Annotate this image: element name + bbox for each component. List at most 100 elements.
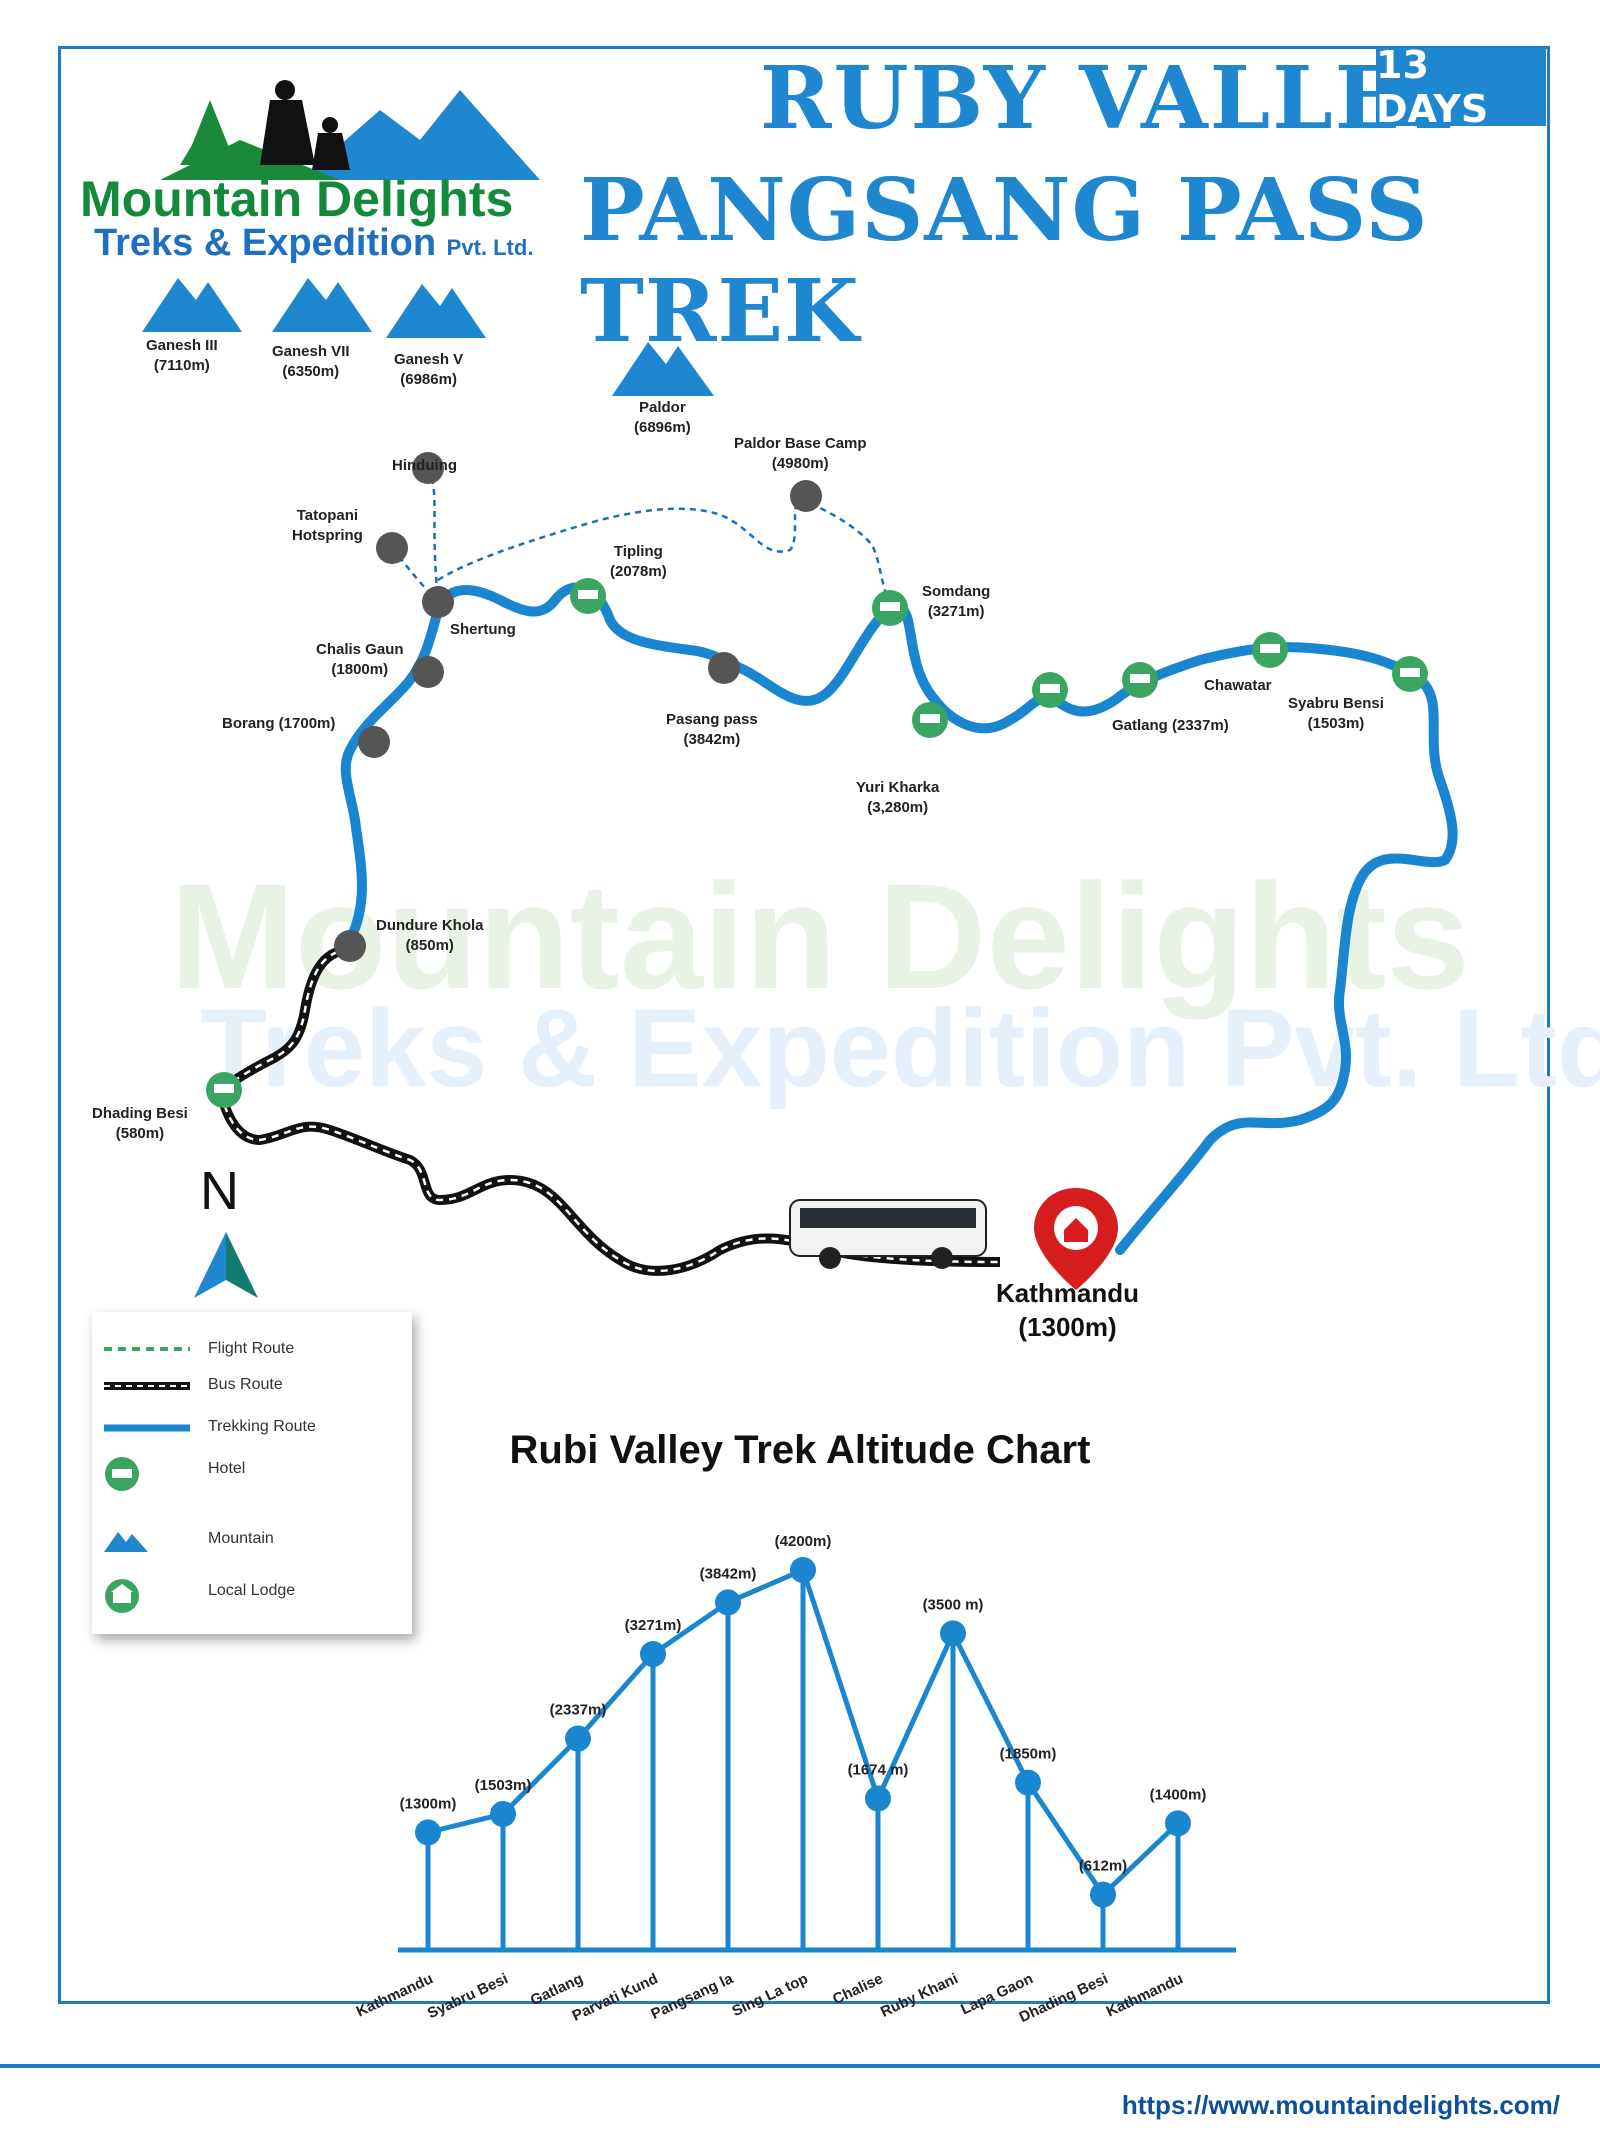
legend-row-flight: Flight Route — [92, 1340, 412, 1370]
place-label-paldor-bc: Paldor Base Camp(4980m) — [734, 435, 867, 472]
waypoint-tatopani — [376, 532, 408, 564]
place-label-gatlang: Gatlang (2337m) — [1112, 717, 1229, 734]
title-line2: PANGSANG PASS TREK — [580, 160, 1429, 362]
altitude-point — [1165, 1810, 1191, 1837]
category-label: Sing La top — [729, 1970, 810, 2020]
mountain-label-ganesh-v: Ganesh V(6986m) — [394, 351, 464, 388]
altitude-point — [415, 1819, 441, 1846]
mountain-label-paldor: Paldor(6896m) — [634, 399, 691, 436]
place-label-kathmandu: Kathmandu(1300m) — [996, 1278, 1139, 1342]
title-line1: RUBY VALLEY — [760, 48, 1466, 149]
logo-mountain-icon — [160, 80, 540, 180]
map-frame — [58, 46, 1550, 2004]
hotel-icon — [570, 578, 606, 614]
altitude-label: (1674 m) — [848, 1762, 909, 1779]
waypoint-paldor-bc — [790, 480, 822, 512]
legend-row-trek: Trekking Route — [92, 1418, 412, 1448]
altitude-point — [1015, 1769, 1041, 1796]
altitude-label: (1850m) — [1000, 1746, 1057, 1763]
hotel-icon — [206, 1072, 242, 1108]
hotel-icon — [1392, 656, 1428, 692]
altitude-label: (1503m) — [475, 1777, 532, 1794]
mountain-label-ganesh-vii: Ganesh VII(6350m) — [272, 343, 350, 380]
legend-label: Flight Route — [208, 1340, 295, 1357]
place-label-syabru: Syabru Bensi(1503m) — [1288, 695, 1384, 732]
legend-label: Trekking Route — [208, 1418, 316, 1435]
altitude-point — [940, 1620, 966, 1647]
legend-row-mountain: Mountain — [92, 1530, 412, 1560]
category-label: Pangsang la — [648, 1970, 736, 2023]
website-link[interactable]: https://www.mountaindelights.com/ — [1121, 2090, 1560, 2120]
place-label-shertung: Shertung — [450, 621, 516, 638]
altitude-point — [565, 1725, 591, 1752]
altitude-label: (4200m) — [775, 1533, 832, 1550]
place-label-dundure: Dundure Khola(850m) — [376, 917, 484, 954]
waypoint-borang — [358, 726, 390, 758]
bus-icon — [789, 1199, 987, 1269]
logo-tagline: Treks & Expedition Pvt. Ltd. — [94, 222, 533, 265]
logo-name: Mountain Delights — [80, 171, 514, 227]
trekking-route-swatch — [104, 1424, 190, 1432]
side-route — [426, 467, 440, 601]
legend-row-hotel: Hotel — [92, 1457, 412, 1491]
hotel-icon — [1032, 672, 1068, 708]
altitude-label: (2337m) — [550, 1702, 607, 1719]
watermark-line2: Treks & Expedition Pvt. Ltd. — [200, 987, 1600, 1110]
altitude-point — [1090, 1881, 1116, 1908]
flight-route-swatch — [104, 1347, 190, 1351]
altitude-label: (3500 m) — [923, 1596, 984, 1613]
hotel-icon — [105, 1457, 139, 1491]
altitude-point — [865, 1785, 891, 1812]
place-label-yuri: Yuri Kharka(3,280m) — [856, 779, 940, 816]
place-label-pasang: Pasang pass(3842m) — [666, 711, 758, 748]
legend-row-lodge: Local Lodge — [92, 1579, 412, 1613]
bus-route-swatch — [104, 1382, 190, 1390]
category-label: Chalise — [830, 1970, 886, 2008]
place-label-tipling: Tipling(2078m) — [610, 543, 667, 580]
mountain-icon — [612, 342, 714, 396]
logo-suffix: Pvt. Ltd. — [446, 235, 534, 260]
waypoint-shertung — [422, 586, 454, 618]
place-label-chalis: Chalis Gaun(1800m) — [316, 641, 404, 678]
category-label: Kathmandu — [1104, 1970, 1186, 2020]
bus-route — [214, 945, 1001, 1276]
altitude-point — [790, 1557, 816, 1583]
altitude-label: (612m) — [1079, 1858, 1127, 1875]
place-label-hinduing: Hinduing — [392, 457, 457, 474]
watermark-line1: Mountain Delights — [170, 852, 1470, 1020]
duration-badge: 13 DAYS — [1376, 43, 1546, 131]
local-lodge-icon — [105, 1579, 139, 1613]
altitude-label: (1400m) — [1150, 1786, 1207, 1803]
altitude-label: (1300m) — [400, 1795, 457, 1812]
logo-tagline-text: Treks & Expedition — [94, 222, 437, 264]
footer-divider — [0, 2064, 1600, 2068]
altitude-point — [490, 1801, 516, 1828]
mountain-icon — [104, 1532, 148, 1552]
legend-label: Local Lodge — [208, 1582, 296, 1599]
waypoint-pasang — [708, 652, 740, 684]
category-label: Ruby Khani — [878, 1970, 961, 2021]
place-label-borang: Borang (1700m) — [222, 715, 336, 732]
location-pin-icon — [1034, 1188, 1118, 1290]
legend-row-bus: Bus Route — [92, 1376, 412, 1406]
hotel-icon — [1252, 632, 1288, 668]
legend-label: Bus Route — [208, 1376, 283, 1393]
mountain-icon — [386, 284, 486, 338]
mountain-icon — [272, 278, 372, 332]
legend-label: Mountain — [208, 1530, 274, 1547]
mountain-label-ganesh-iii: Ganesh III(7110m) — [146, 337, 218, 374]
altitude-label: (3842m) — [700, 1565, 757, 1582]
compass-north-label: N — [200, 1161, 239, 1221]
place-label-dhading: Dhading Besi(580m) — [92, 1105, 188, 1142]
mountain-icon — [142, 278, 242, 332]
hotel-icon — [912, 702, 948, 738]
hotel-icon — [1122, 662, 1158, 698]
hotel-icon — [872, 590, 908, 626]
chart-title: Rubi Valley Trek Altitude Chart — [509, 1428, 1091, 1472]
trekking-route — [340, 582, 1458, 1255]
place-label-somdang: Somdang(3271m) — [922, 583, 991, 620]
side-route — [799, 498, 892, 606]
map-legend: Flight Route Bus Route Trekking Route Ho… — [92, 1312, 412, 1634]
north-arrow-icon — [194, 1232, 258, 1298]
